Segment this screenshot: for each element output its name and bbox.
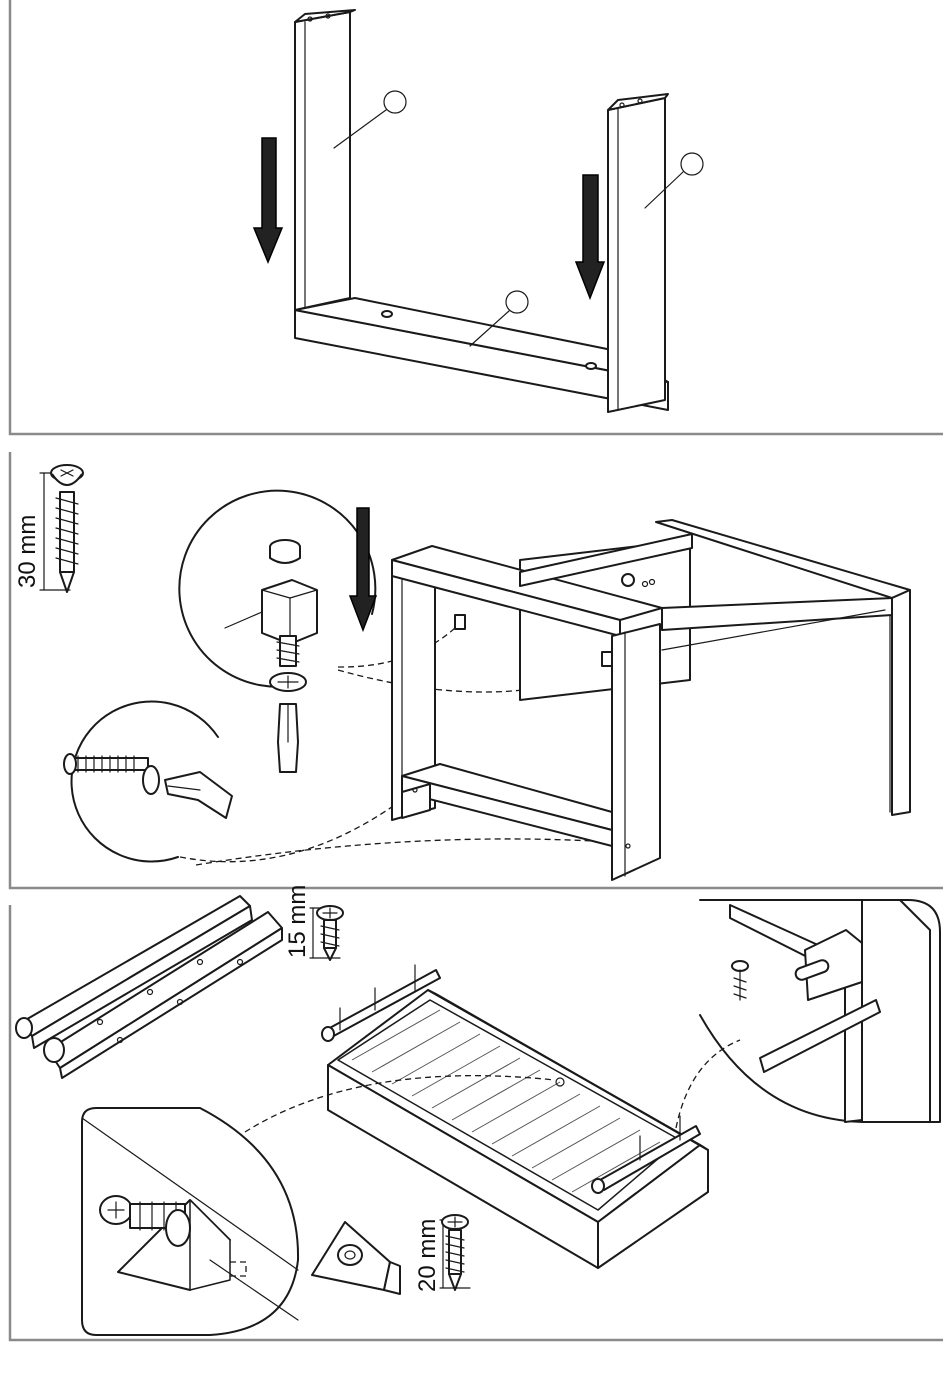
down-arrow-icon: [576, 175, 604, 298]
screw-length-label: 30 mm: [14, 515, 41, 588]
screw-15mm: [310, 906, 343, 960]
screw-20mm: [440, 1215, 470, 1290]
screw-length-label: 20 mm: [414, 1219, 441, 1292]
drawer-box: [245, 965, 708, 1268]
detail-circle-runner: [676, 900, 940, 1128]
drawer-runner-pair: [16, 896, 282, 1078]
panel-step-2: 30 mm: [10, 452, 943, 888]
detail-circle-screw: [64, 702, 612, 865]
screw-30mm: [40, 465, 83, 592]
down-arrow-icon: [254, 138, 282, 262]
screw-length-label: 15 mm: [284, 885, 311, 958]
panel-step-3: 15 mm: [10, 885, 943, 1340]
left-side-panel: [295, 10, 355, 310]
right-side-panel: [608, 94, 668, 412]
dowel: [586, 363, 596, 369]
corner-bracket: [312, 1222, 400, 1294]
panel-2-border: [10, 452, 943, 888]
panel-step-1: [10, 0, 943, 434]
dowel: [382, 311, 392, 317]
detail-circle-bracket: [82, 1108, 298, 1335]
cabinet-body: [392, 520, 910, 880]
